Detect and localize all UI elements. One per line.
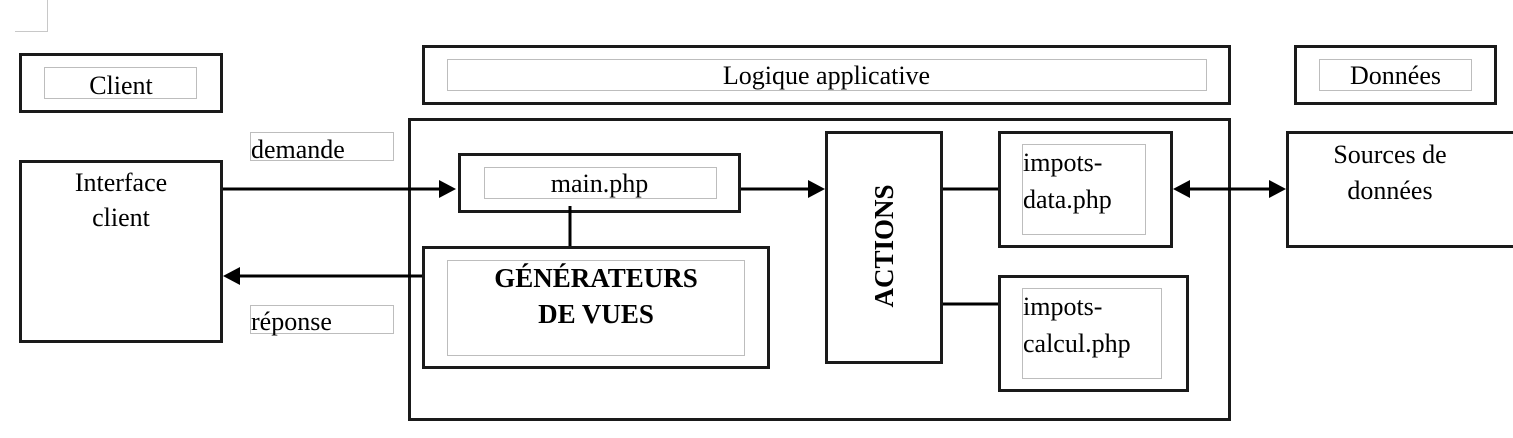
impots-calcul-line2: calcul.php (1023, 329, 1131, 358)
header-data-box: Données (1294, 45, 1497, 105)
generateurs-vues-line2: DE VUES (538, 299, 654, 329)
impots-data-frame (1022, 144, 1146, 235)
header-client-box: Client (19, 53, 223, 113)
header-logic-label: Logique applicative (722, 61, 931, 90)
main-php-node: main.php (458, 153, 741, 213)
generateurs-vues-line1: GÉNÉRATEURS (494, 263, 698, 293)
reponse-label: réponse (251, 307, 332, 336)
interface-client-line2: client (92, 203, 150, 232)
logic-container (408, 118, 1231, 421)
main-php-label: main.php (550, 169, 649, 198)
header-logic-frame (447, 59, 1207, 91)
main-php-frame (484, 167, 717, 199)
impots-calcul-line1: impots- (1023, 292, 1103, 321)
header-client-label: Client (89, 71, 153, 100)
arrowhead-reponse (223, 267, 240, 285)
sources-donnees-line1: Sources de (1333, 140, 1447, 169)
header-logic-box: Logique applicative (422, 45, 1231, 105)
demande-label-frame (250, 132, 394, 161)
impots-data-node: impots- data.php (998, 131, 1173, 248)
generateurs-vues-frame (447, 260, 745, 356)
generateurs-vues-node: GÉNÉRATEURS DE VUES (422, 246, 770, 369)
sources-donnees-node: Sources de données (1286, 131, 1513, 248)
impots-data-line2: data.php (1023, 185, 1112, 214)
actions-label: ACTIONS (869, 184, 899, 308)
impots-calcul-node: impots- calcul.php (998, 275, 1189, 392)
header-data-frame (1319, 59, 1472, 91)
sources-donnees-line2: données (1347, 176, 1433, 205)
demande-label: demande (251, 135, 345, 164)
interface-client-line1: Interface (74, 168, 168, 197)
page-corner-mark (15, 0, 48, 32)
header-data-label: Données (1350, 61, 1441, 90)
impots-data-line1: impots- (1023, 148, 1103, 177)
actions-node: ACTIONS (825, 131, 943, 364)
edge-reponse (223, 267, 422, 285)
impots-calcul-frame (1022, 288, 1162, 379)
reponse-label-frame (250, 305, 394, 334)
interface-client-node: Interface client (19, 160, 223, 343)
arrowhead-to-sources (1269, 180, 1286, 198)
header-client-frame (44, 67, 197, 99)
